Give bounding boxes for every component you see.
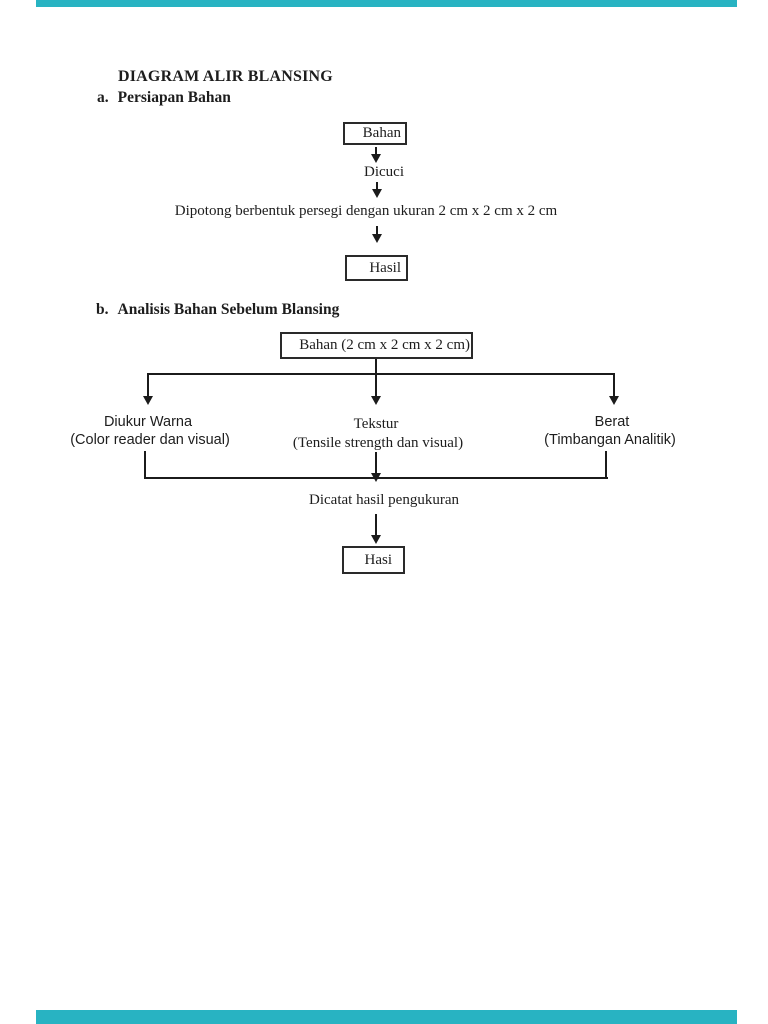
arrow-down-icon [372,226,382,243]
section-a-title: Persiapan Bahan [117,89,231,106]
merge-left-line [144,451,146,478]
section-b-label: b. [96,301,109,318]
branch-berat-subtitle: (Timbangan Analitik) [544,432,676,448]
branch-tekstur-title: Tekstur [353,416,399,432]
branch-warna-subtitle: (Color reader dan visual) [70,432,230,448]
arrow-down-icon [371,375,381,405]
branch-top-line [147,373,615,375]
arrow-shaft [376,182,378,189]
merge-bottom-line [144,477,608,479]
arrow-head [371,535,381,544]
flow-a-start-box: Bahan [343,122,407,145]
arrow-head [371,154,381,163]
top-page-divider-bar [36,0,737,7]
arrow-shaft [375,375,377,396]
flow-a-step-dicuci: Dicuci [364,164,404,180]
arrow-shaft [376,226,378,234]
arrow-head [371,396,381,405]
arrow-down-icon [371,514,381,544]
branch-berat-title: Berat [594,414,630,430]
arrow-shaft [375,514,377,535]
section-b-heading: b. Analisis Bahan Sebelum Blansing [96,301,339,319]
flow-a-step-dipotong: Dipotong berbentuk persegi dengan ukuran… [174,203,558,219]
section-a-heading: a. Persiapan Bahan [97,89,231,107]
arrow-shaft [375,452,377,473]
page-title: DIAGRAM ALIR BLANSING [118,68,333,85]
arrow-shaft [147,375,149,396]
flow-b-merge-step: Dicatat hasil pengukuran [309,492,459,508]
arrow-head [143,396,153,405]
arrow-head [372,234,382,243]
branch-tekstur-subtitle: (Tensile strength dan visual) [292,435,464,451]
section-b-title: Analisis Bahan Sebelum Blansing [117,301,340,318]
arrow-shaft [613,375,615,396]
arrow-head [609,396,619,405]
arrow-down-icon [609,375,619,405]
flow-b-start-box: Bahan (2 cm x 2 cm x 2 cm) [280,332,473,359]
bottom-page-divider-bar [36,1010,737,1024]
flow-a-end-box: Hasil [345,255,408,281]
flow-b-end-box: Hasi [342,546,405,574]
section-a-label: a. [97,89,109,106]
merge-right-line [605,451,607,478]
arrow-shaft [375,147,377,154]
arrow-down-icon [371,147,381,163]
branch-warna-title: Diukur Warna [103,414,193,430]
arrow-down-icon [143,375,153,405]
connector-stem-line [375,359,377,374]
arrow-down-icon [372,182,382,198]
arrow-head [372,189,382,198]
